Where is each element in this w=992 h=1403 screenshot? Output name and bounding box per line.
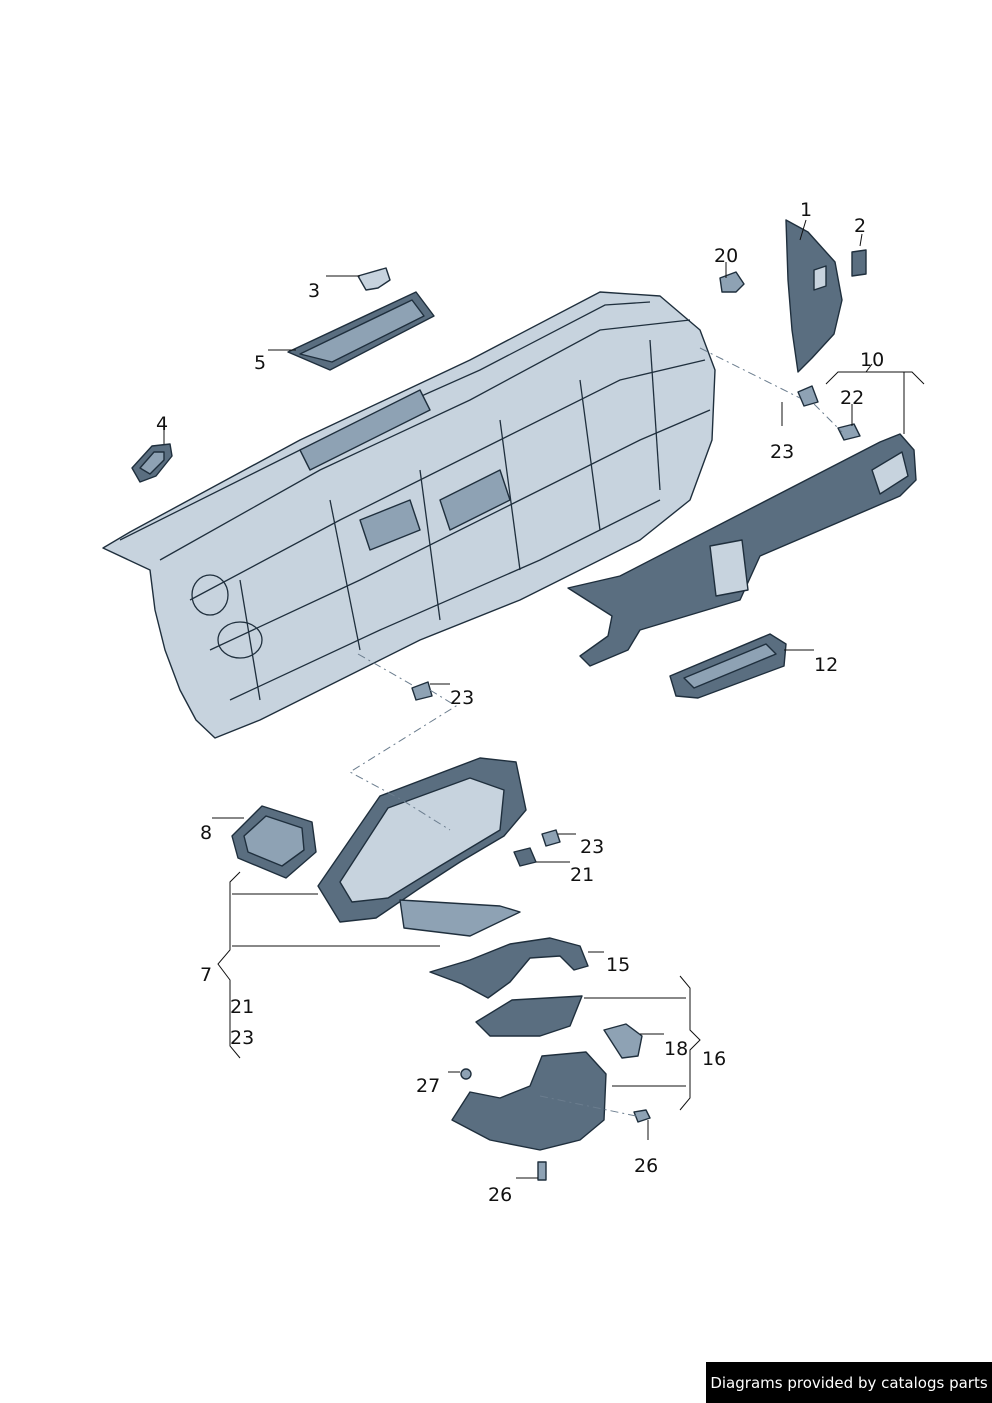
part-23-clip-center — [411, 681, 433, 701]
part-10-trim-panel — [567, 433, 917, 667]
part-16-upper-tray — [475, 995, 583, 1037]
label-22: 22 — [840, 387, 864, 409]
label-7: 7 — [200, 964, 212, 986]
part-8-vent — [231, 805, 317, 879]
part-2-clip — [851, 249, 867, 277]
label-26-bottom: 26 — [488, 1184, 512, 1206]
part-26-screw-right — [633, 1109, 651, 1123]
part-4-side-vent — [131, 443, 173, 483]
label-27: 27 — [416, 1075, 440, 1097]
dashboard-carrier — [102, 291, 716, 739]
part-15-column-shroud — [429, 937, 589, 999]
label-8: 8 — [200, 822, 212, 844]
label-26-right: 26 — [634, 1155, 658, 1177]
credit-banner: Diagrams provided by catalogs parts — [706, 1362, 992, 1403]
label-4: 4 — [156, 413, 168, 435]
label-18: 18 — [664, 1038, 688, 1060]
label-10: 10 — [860, 349, 884, 371]
part-5-defroster-grille — [287, 291, 435, 371]
part-1-grille — [785, 219, 843, 373]
label-5: 5 — [254, 352, 266, 374]
part-27-screw — [460, 1068, 472, 1080]
part-23-clip-right — [797, 385, 819, 407]
label-2: 2 — [854, 215, 866, 237]
part-16-lower-cover — [451, 1051, 607, 1151]
label-7-23: 23 — [230, 1027, 254, 1049]
label-7-21: 21 — [230, 996, 254, 1018]
label-3: 3 — [308, 280, 320, 302]
cluster-bezel — [317, 757, 527, 937]
part-18-cover — [603, 1023, 643, 1059]
label-23-cluster: 23 — [580, 836, 604, 858]
label-23-center: 23 — [450, 687, 474, 709]
part-20-clip — [719, 271, 745, 293]
part-22-clip — [837, 423, 861, 441]
part-26-screw-bottom — [537, 1161, 547, 1181]
label-23-right: 23 — [770, 441, 794, 463]
label-12: 12 — [814, 654, 838, 676]
label-15: 15 — [606, 954, 630, 976]
label-16: 16 — [702, 1048, 726, 1070]
part-3-cap — [357, 267, 391, 291]
label-1: 1 — [800, 199, 812, 221]
label-20: 20 — [714, 245, 738, 267]
label-21-cluster: 21 — [570, 864, 594, 886]
part-21-clip-cluster — [513, 847, 537, 867]
part-12-center-vent — [669, 633, 787, 699]
part-23-clip-cluster — [541, 829, 561, 847]
